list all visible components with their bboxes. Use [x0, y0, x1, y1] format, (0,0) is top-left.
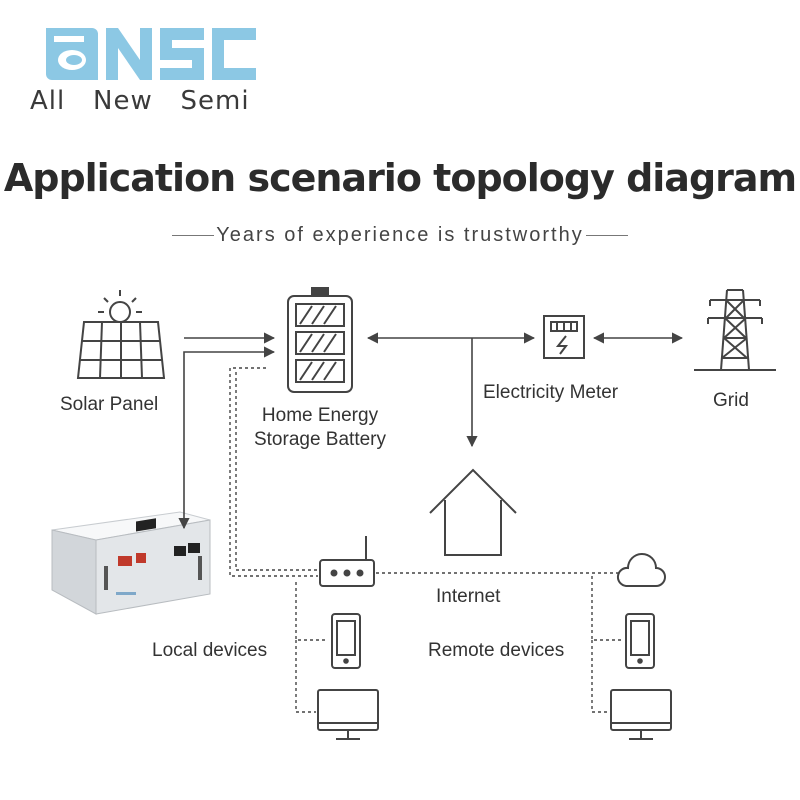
meter-label: Electricity Meter [483, 382, 619, 403]
battery-label-line1: Home Energy [261, 405, 379, 426]
logo-tagline: All New Semi [30, 86, 250, 116]
monitor-icon [317, 689, 379, 740]
solar-panel-icon [76, 290, 166, 379]
internet-label: Internet [436, 586, 501, 607]
phone-icon [331, 613, 361, 669]
battery-unit-photo [51, 511, 211, 615]
grid-label: Grid [713, 390, 749, 411]
subtitle: Years of experience is trustworthy [216, 224, 584, 246]
house-icon [429, 468, 517, 556]
local-devices-label: Local devices [152, 640, 268, 661]
grid-tower-icon [694, 289, 776, 371]
monitor-icon [610, 689, 672, 740]
subtitle-rule-right [585, 235, 628, 236]
battery-icon [287, 287, 353, 393]
logo [46, 28, 256, 80]
electricity-meter-icon [543, 315, 585, 359]
cloud-icon [617, 553, 666, 587]
solar-panel-label: Solar Panel [60, 394, 159, 415]
battery-label: Home Energy Storage Battery [230, 404, 410, 452]
subtitle-rule-left [172, 235, 215, 236]
remote-devices-label: Remote devices [428, 640, 565, 661]
router-icon [319, 536, 375, 587]
page-title: Application scenario topology diagram [3, 156, 797, 200]
subtitle-row: Years of experience is trustworthy [0, 224, 800, 247]
phone-icon [625, 613, 655, 669]
battery-label-line2: Storage Battery [253, 429, 387, 450]
